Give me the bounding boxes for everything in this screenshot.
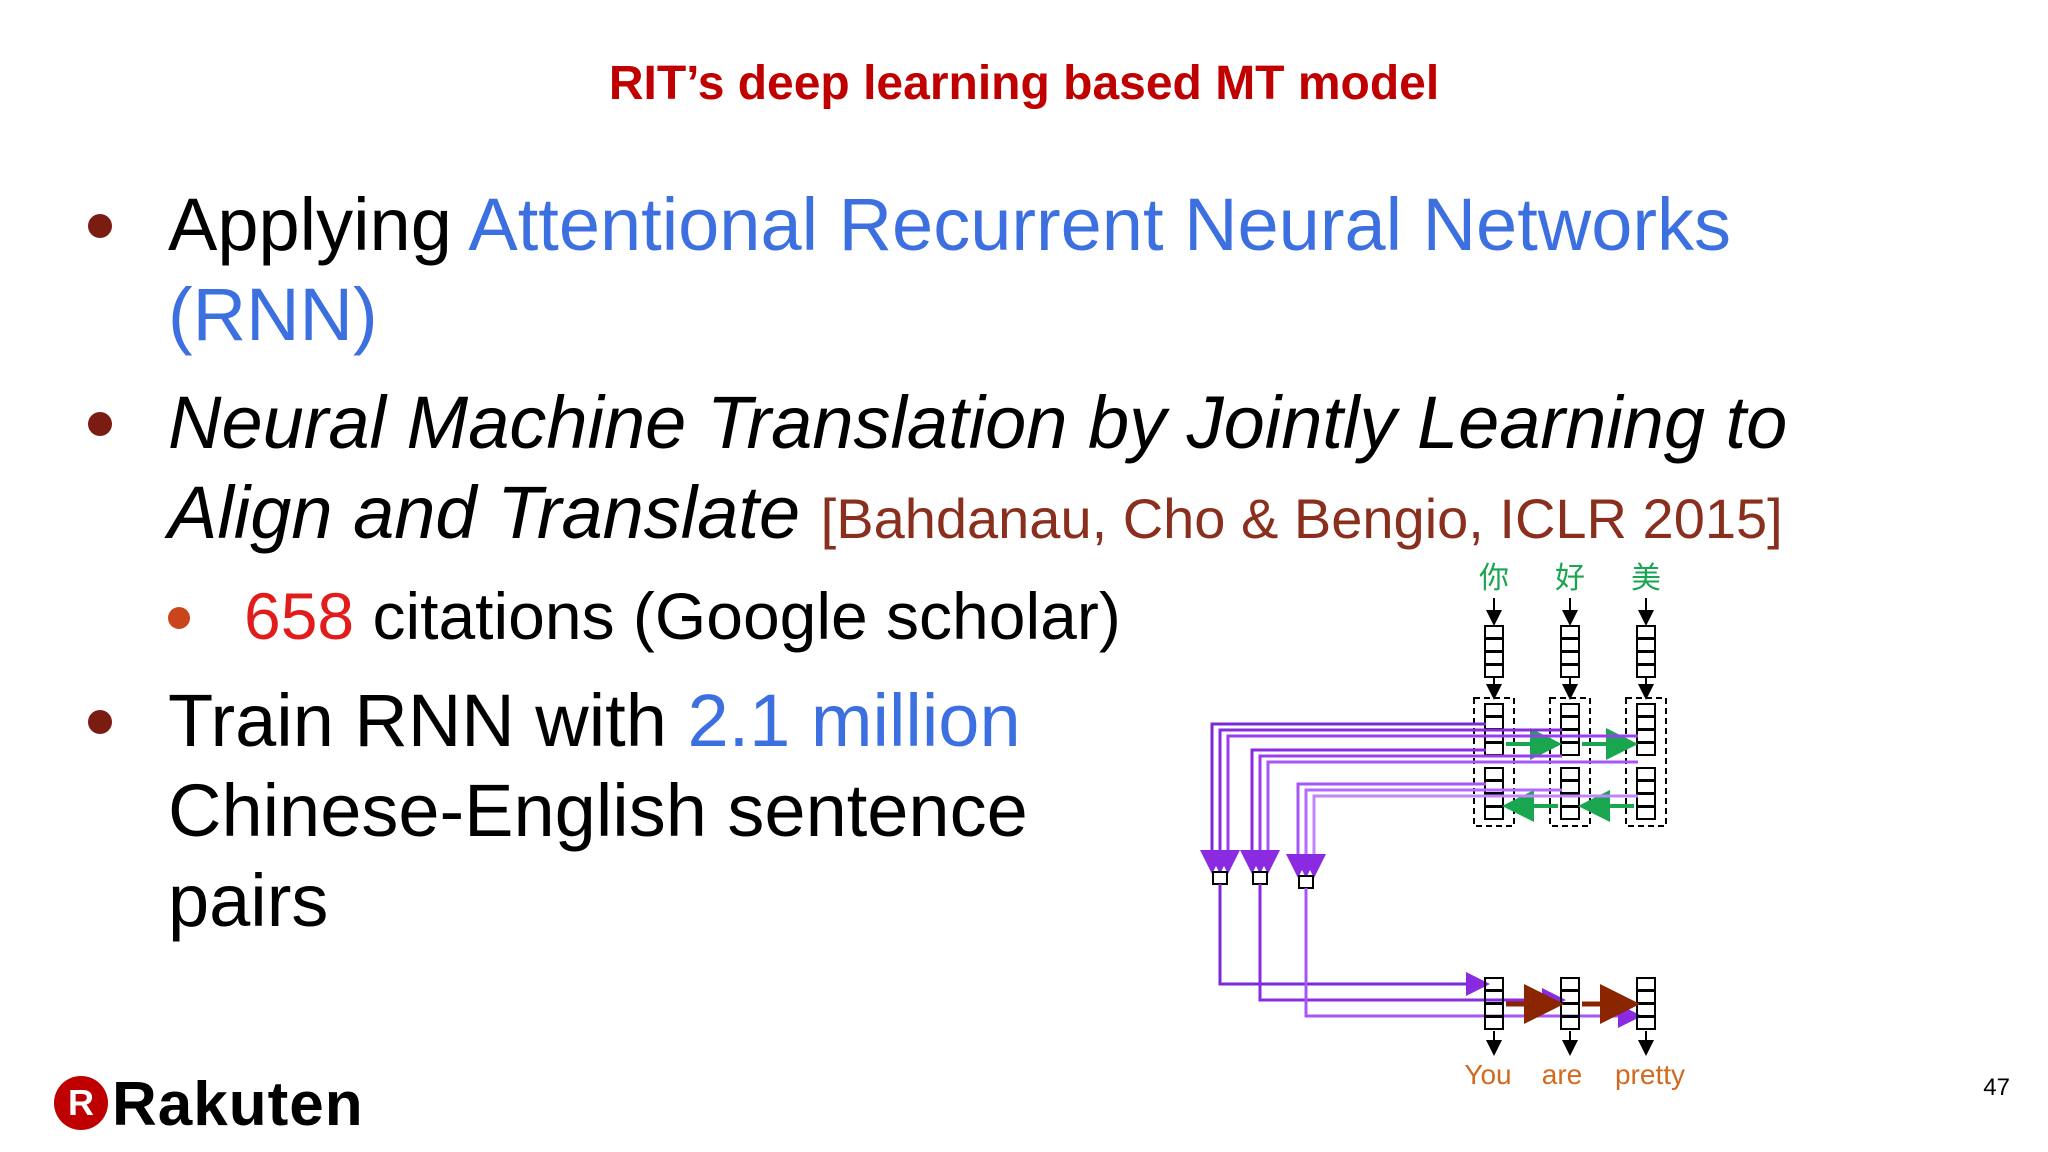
- training-line2: Chinese-English sentence: [168, 769, 1028, 852]
- sub-bullet-dot: [168, 607, 190, 629]
- context-vectors: [1212, 871, 1314, 889]
- training-line1: Train RNN with 2.1 million: [168, 676, 1021, 766]
- training-count: 2.1 million: [687, 679, 1021, 762]
- paper-citation: [Bahdanau, Cho & Bengio, ICLR 2015]: [820, 487, 1783, 550]
- page-number: 47: [1983, 1074, 2010, 1101]
- rakuten-r-icon: R: [54, 1076, 108, 1130]
- attention-links: [1200, 722, 1638, 878]
- output-arrows: [1486, 1031, 1654, 1056]
- rakuten-wordmark: Rakuten: [112, 1070, 364, 1139]
- target-token: are: [1542, 1059, 1582, 1090]
- target-token: pretty: [1615, 1059, 1685, 1090]
- attention-rnn-diagram: 你 好 美: [1200, 561, 1685, 1090]
- citations-line: 658 citations (Google scholar): [244, 576, 1121, 656]
- paper-title-line1: Neural Machine Translation by Jointly Le…: [168, 381, 1788, 464]
- source-token: 美: [1631, 561, 1661, 596]
- paper-title-line2: Align and Translate [Bahdanau, Cho & Ben…: [168, 468, 1783, 564]
- bidirectional-arrows: [1502, 728, 1638, 822]
- slide-title: RIT’s deep learning based MT model: [608, 57, 1440, 110]
- citation-text: citations (Google scholar): [354, 579, 1121, 653]
- source-token: 你: [1479, 561, 1509, 596]
- bullet-dot: [88, 412, 112, 436]
- bullet-dot: [88, 214, 112, 238]
- source-embedding-stacks: [1484, 598, 1656, 700]
- bullet-highlight: Attentional Recurrent Neural Networks: [468, 183, 1732, 266]
- bullet-prefix: Applying: [168, 183, 469, 266]
- context-to-decoder: [1218, 884, 1642, 1028]
- target-token: You: [1464, 1059, 1511, 1090]
- bullet-line: Applying Attentional Recurrent Neural Ne…: [168, 180, 1731, 270]
- bullet-highlight-continued: (RNN): [168, 273, 378, 356]
- citation-count: 658: [244, 579, 355, 653]
- bullet-dot: [88, 710, 112, 734]
- source-token: 好: [1555, 561, 1585, 596]
- training-line3: pairs: [168, 859, 329, 942]
- decoder-states: [1484, 977, 1656, 1030]
- training-prefix: Train RNN with: [168, 679, 688, 762]
- paper-title-tail: Align and Translate: [168, 471, 801, 554]
